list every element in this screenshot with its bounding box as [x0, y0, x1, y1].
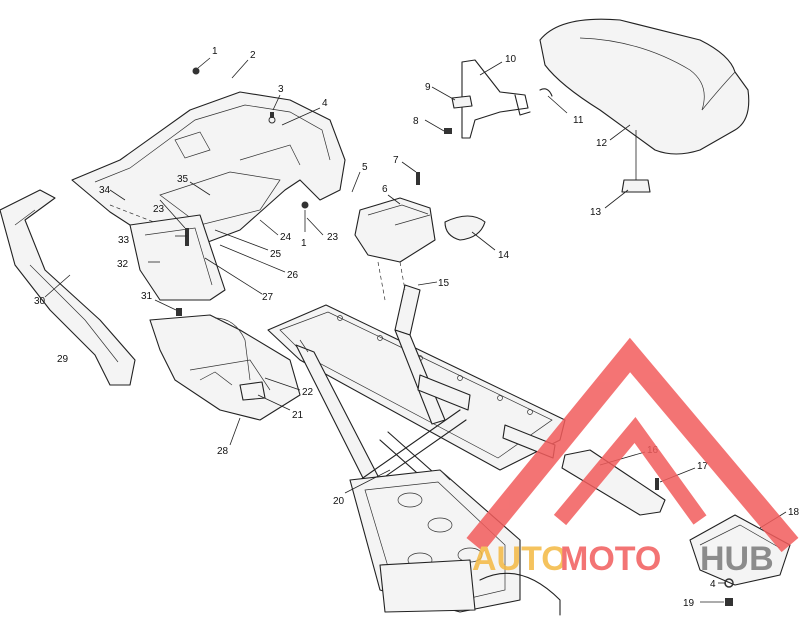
- callout-label: 12: [596, 138, 608, 149]
- callout-label: 15: [438, 278, 450, 289]
- storage-box: [354, 197, 486, 301]
- bolt-icon: [176, 308, 182, 316]
- left-side-panel: [129, 214, 226, 301]
- callout-label: 31: [141, 291, 153, 302]
- callout-label: 35: [177, 174, 189, 185]
- callout-label: 20: [333, 496, 345, 507]
- callout-label: 13: [590, 207, 602, 218]
- callout-label: 34: [99, 185, 111, 196]
- watermark-logo: AUTO MOTO HUB: [466, 337, 799, 578]
- callout-label: 23: [153, 204, 165, 215]
- callout-label: 14: [498, 250, 510, 261]
- callout-label: 11: [573, 115, 584, 126]
- callout-label: 6: [382, 184, 388, 195]
- callout-label: 27: [262, 292, 274, 303]
- nut-icon: [192, 67, 200, 75]
- callout-label: 9: [425, 82, 431, 93]
- callout-label: 3: [278, 84, 284, 95]
- callout-label: 21: [292, 410, 304, 421]
- callout-labels: 1 2 3 4 5 6 7 1 8 9 10 11 12 13 14 15 16…: [34, 46, 800, 609]
- callout-label: 8: [413, 116, 419, 127]
- callout-label: 18: [788, 507, 800, 518]
- callout-label: 2: [250, 50, 256, 61]
- bolt-icon: [185, 228, 189, 246]
- callout-label: 10: [505, 54, 517, 65]
- callout-label: 5: [362, 162, 368, 173]
- callout-label: 7: [393, 155, 399, 166]
- callout-label: 1: [212, 46, 218, 57]
- callout-label: 22: [302, 387, 314, 398]
- bolt-icon: [655, 478, 659, 490]
- callout-label: 28: [217, 446, 229, 457]
- bolt-icon: [416, 172, 420, 185]
- bolt-icon: [270, 112, 274, 118]
- callout-label: 29: [57, 354, 69, 365]
- seat: [539, 18, 750, 193]
- nut-icon: [301, 201, 309, 209]
- watermark-triangle-inner: [553, 416, 707, 526]
- callout-label: 30: [34, 296, 46, 307]
- callout-label: 33: [118, 235, 130, 246]
- watermark-text-hub: HUB: [700, 540, 774, 578]
- callout-label: 32: [117, 259, 129, 270]
- watermark-text-auto: AUTO: [472, 540, 568, 578]
- callout-label: 1: [301, 238, 307, 249]
- rail-holes: [337, 315, 533, 415]
- leader-lines: [44, 57, 787, 603]
- watermark-text-moto: MOTO: [560, 540, 661, 578]
- callout-label: 4: [710, 579, 716, 590]
- callout-label: 23: [327, 232, 339, 243]
- rear-grab-bar: [0, 189, 136, 386]
- callout-label: 4: [322, 98, 328, 109]
- frame-assembly: [267, 284, 566, 616]
- front-brackets: [561, 449, 791, 586]
- callout-label: 25: [270, 249, 282, 260]
- watermark-triangle-outer: [466, 337, 799, 553]
- seat-latch-bracket: [451, 59, 553, 139]
- bolt-icon: [444, 128, 452, 134]
- callout-label: 24: [280, 232, 292, 243]
- nut-icon: [725, 598, 733, 606]
- callout-label: 17: [697, 461, 709, 472]
- callout-label: 26: [287, 270, 299, 281]
- callout-label: 19: [683, 598, 695, 609]
